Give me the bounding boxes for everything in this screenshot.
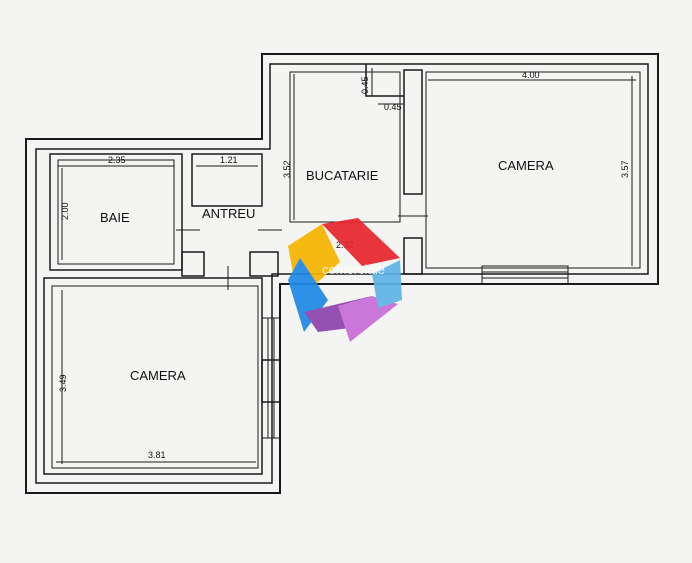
- dim-antreu-width: 1.21: [220, 155, 238, 165]
- dim-baie-width: 2.35: [108, 155, 126, 165]
- dim-baie-height: 2.00: [60, 202, 70, 220]
- watermark-shape: [338, 296, 398, 342]
- dim-bucatarie-height: 3.52: [282, 160, 292, 178]
- room-label-baie: BAIE: [100, 210, 130, 225]
- outer-walls: [25, 53, 659, 494]
- watermark-shape: [372, 260, 402, 308]
- watermark-shape: [322, 218, 400, 266]
- room-label-bucatarie: BUCATARIE: [306, 168, 379, 183]
- dim-camera-right-height: 3.57: [620, 160, 630, 178]
- dim-camera-left-height: 3.49: [58, 374, 68, 392]
- dim-niche-h: 0.45: [360, 76, 370, 94]
- room-label-camera-left: CAMERA: [130, 368, 186, 383]
- dim-camera-left-width: 3.81: [148, 450, 166, 460]
- dim-camera-right-width: 4.00: [522, 70, 540, 80]
- watermark-text: comerciale: [322, 262, 385, 277]
- room-label-antreu: ANTREU: [202, 206, 255, 221]
- room-label-camera-right: CAMERA: [498, 158, 554, 173]
- dimension-lines: [56, 68, 636, 464]
- dim-niche-w: 0.45: [384, 102, 402, 112]
- watermark-shape: [288, 258, 328, 332]
- watermark-logo: comerciale: [288, 218, 402, 342]
